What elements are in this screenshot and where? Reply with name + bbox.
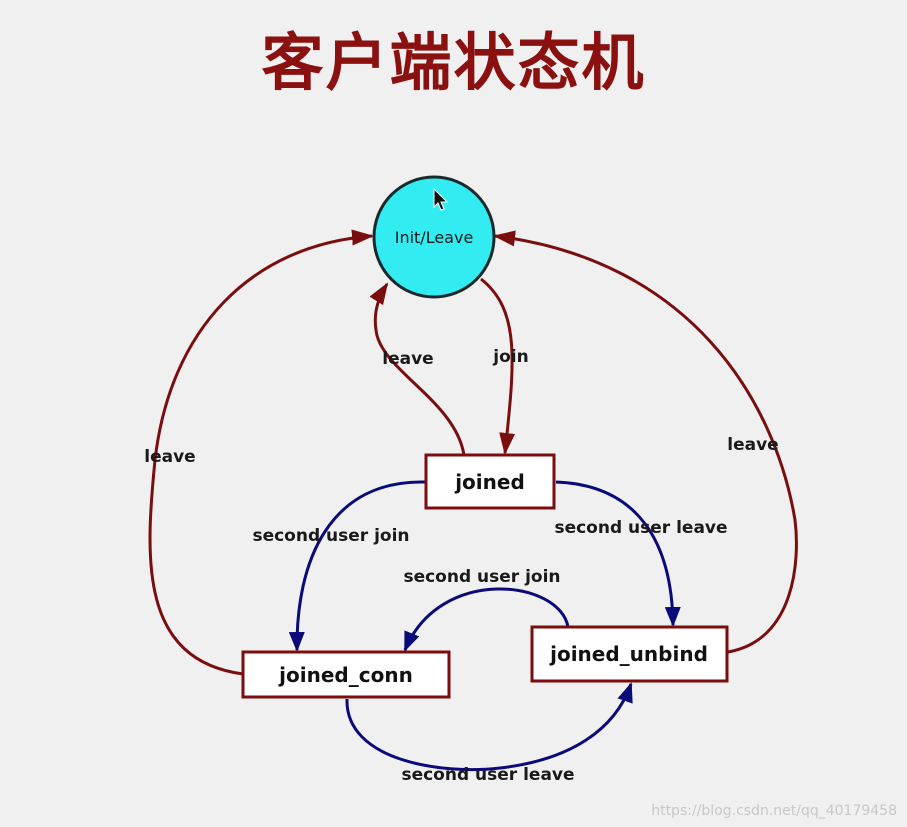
- edge-init-to-joined: [480, 277, 516, 455]
- state-joined-conn: [241, 650, 451, 699]
- label-conn-to-unbind: second user leave: [401, 765, 574, 785]
- label-joined-to-conn: second user join: [252, 526, 409, 546]
- label-conn-to-init: leave: [144, 447, 195, 467]
- edge-unbind-to-conn: [403, 587, 570, 652]
- edge-joined-to-init: [369, 282, 466, 456]
- state-joined-unbind-label: joined_unbind: [549, 642, 708, 666]
- label-joined-to-unbind: second user leave: [554, 518, 727, 538]
- edge-joined-to-conn: [288, 480, 426, 652]
- state-joined-conn-label: joined_conn: [278, 663, 413, 687]
- state-joined-unbind: [530, 625, 729, 683]
- cursor-icon: [433, 187, 449, 211]
- edge-conn-to-unbind: [345, 682, 633, 772]
- state-joined: [424, 453, 556, 510]
- label-unbind-to-conn: second user join: [403, 567, 560, 587]
- state-init-leave: [372, 175, 496, 299]
- label-joined-to-init: leave: [382, 349, 433, 369]
- edge-joined-to-unbind: [555, 480, 681, 627]
- state-init-leave-label: Init/Leave: [395, 228, 474, 247]
- label-init-to-joined: join: [492, 347, 528, 367]
- state-joined-label: joined: [454, 470, 525, 494]
- label-unbind-to-init: leave: [727, 435, 778, 455]
- edge-conn-to-init: [148, 229, 374, 676]
- page-title: 客户端状态机: [261, 26, 646, 99]
- watermark-text: https://blog.csdn.net/qq_40179458: [651, 803, 897, 819]
- edge-unbind-to-init: [493, 230, 798, 654]
